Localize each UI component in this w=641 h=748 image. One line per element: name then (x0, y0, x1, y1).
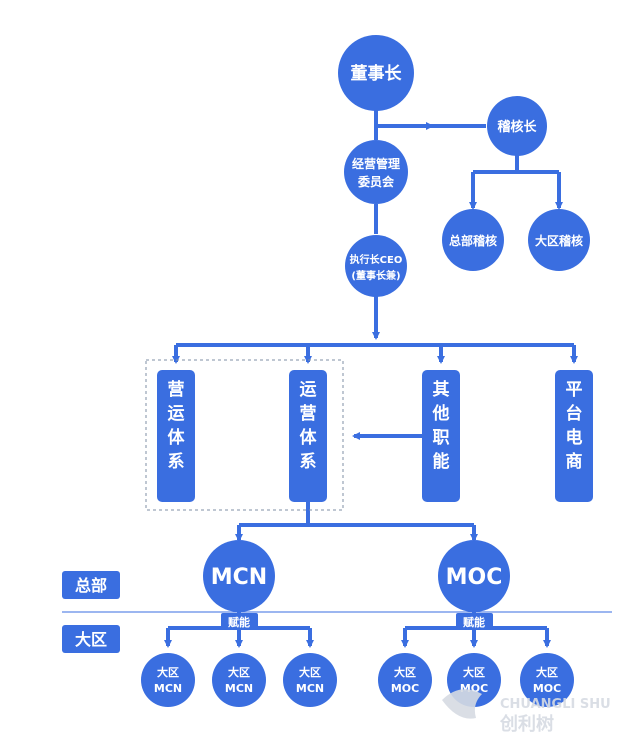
ops-system-1-box (157, 370, 195, 502)
vertical-char: 体 (168, 427, 186, 448)
watermark-cjk: 创利树 (499, 713, 554, 735)
region-moc-node-1 (378, 653, 432, 707)
vertical-char: 平 (566, 380, 583, 400)
ops-system-2-label: 运营体系 (300, 380, 318, 472)
moc-label: MOC (446, 565, 503, 590)
other-functions-box (422, 370, 460, 502)
ceo-line2: (董事长兼) (351, 269, 400, 282)
region-moc-3-line2: MOC (533, 682, 561, 695)
region-moc-node-3 (520, 653, 574, 707)
mcn-label: MCN (211, 565, 267, 590)
region-moc-2-line1: 大区 (463, 665, 485, 679)
region-moc-1-line1: 大区 (394, 665, 416, 679)
region-mcn-3-line1: 大区 (299, 665, 321, 679)
vertical-char: 其 (433, 379, 450, 400)
vertical-char: 他 (432, 403, 450, 424)
level-hq-label: 总部 (75, 576, 107, 595)
level-region-tag (62, 625, 120, 653)
ceo-node (345, 235, 407, 297)
region-mcn-node-3 (283, 653, 337, 707)
vertical-char: 电 (566, 427, 583, 448)
watermark-leaf-icon (442, 689, 482, 719)
vertical-char: 营 (168, 379, 185, 400)
vertical-char: 体 (300, 427, 318, 448)
empower-mcn-label: 赋能 (228, 615, 250, 629)
ops-system-1-label: 营运体系 (168, 379, 186, 472)
vertical-char: 职 (433, 428, 450, 448)
mgmt-committee-line2: 委员会 (357, 174, 395, 189)
hq-audit-label: 总部稽核 (449, 233, 497, 248)
mgmt-committee-node (344, 140, 408, 204)
region-mcn-2-line2: MCN (225, 682, 253, 695)
region-audit-node (528, 209, 590, 271)
region-mcn-1-line2: MCN (154, 682, 182, 695)
vertical-char: 台 (566, 403, 583, 424)
vertical-char: 运 (168, 404, 185, 424)
region-mcn-node-1 (141, 653, 195, 707)
empower-moc-label: 赋能 (463, 615, 485, 629)
watermark-latin: CHUANGLI SHU (500, 697, 611, 712)
other-functions-label: 其他职能 (432, 379, 450, 472)
region-moc-1-line2: MOC (391, 682, 419, 695)
vertical-char: 能 (433, 451, 450, 472)
empower-mcn-tag (221, 613, 258, 630)
chairman-node (338, 35, 414, 111)
ops-group-dashed-frame (145, 359, 344, 511)
level-region-label: 大区 (75, 630, 107, 649)
region-mcn-node-2 (212, 653, 266, 707)
chairman-label: 董事长 (351, 63, 403, 84)
region-audit-label: 大区稽核 (535, 233, 583, 248)
empower-moc-tag (456, 613, 493, 630)
region-mcn-1-line1: 大区 (157, 665, 179, 679)
region-mcn-3-line2: MCN (296, 682, 324, 695)
mgmt-committee-line1: 经营管理 (352, 156, 400, 171)
mcn-node (203, 540, 275, 612)
vertical-char: 运 (300, 380, 317, 400)
vertical-char: 营 (300, 403, 317, 424)
platform-ecommerce-label: 平台电商 (566, 380, 583, 472)
vertical-char: 系 (300, 452, 317, 472)
vertical-char: 系 (168, 452, 185, 472)
moc-node (438, 540, 510, 612)
ops-system-2-box (289, 370, 327, 502)
audit-chief-label: 稽核长 (497, 119, 537, 135)
hq-audit-node (442, 209, 504, 271)
watermark: CHUANGLI SHU 创利树 (442, 689, 611, 735)
ceo-line1: 执行长CEO (350, 253, 403, 266)
level-hq-tag (62, 571, 120, 599)
audit-chief-node (487, 96, 547, 156)
region-mcn-2-line1: 大区 (228, 665, 250, 679)
platform-ecommerce-box (555, 370, 593, 502)
vertical-char: 商 (566, 451, 583, 472)
region-moc-3-line1: 大区 (536, 665, 558, 679)
